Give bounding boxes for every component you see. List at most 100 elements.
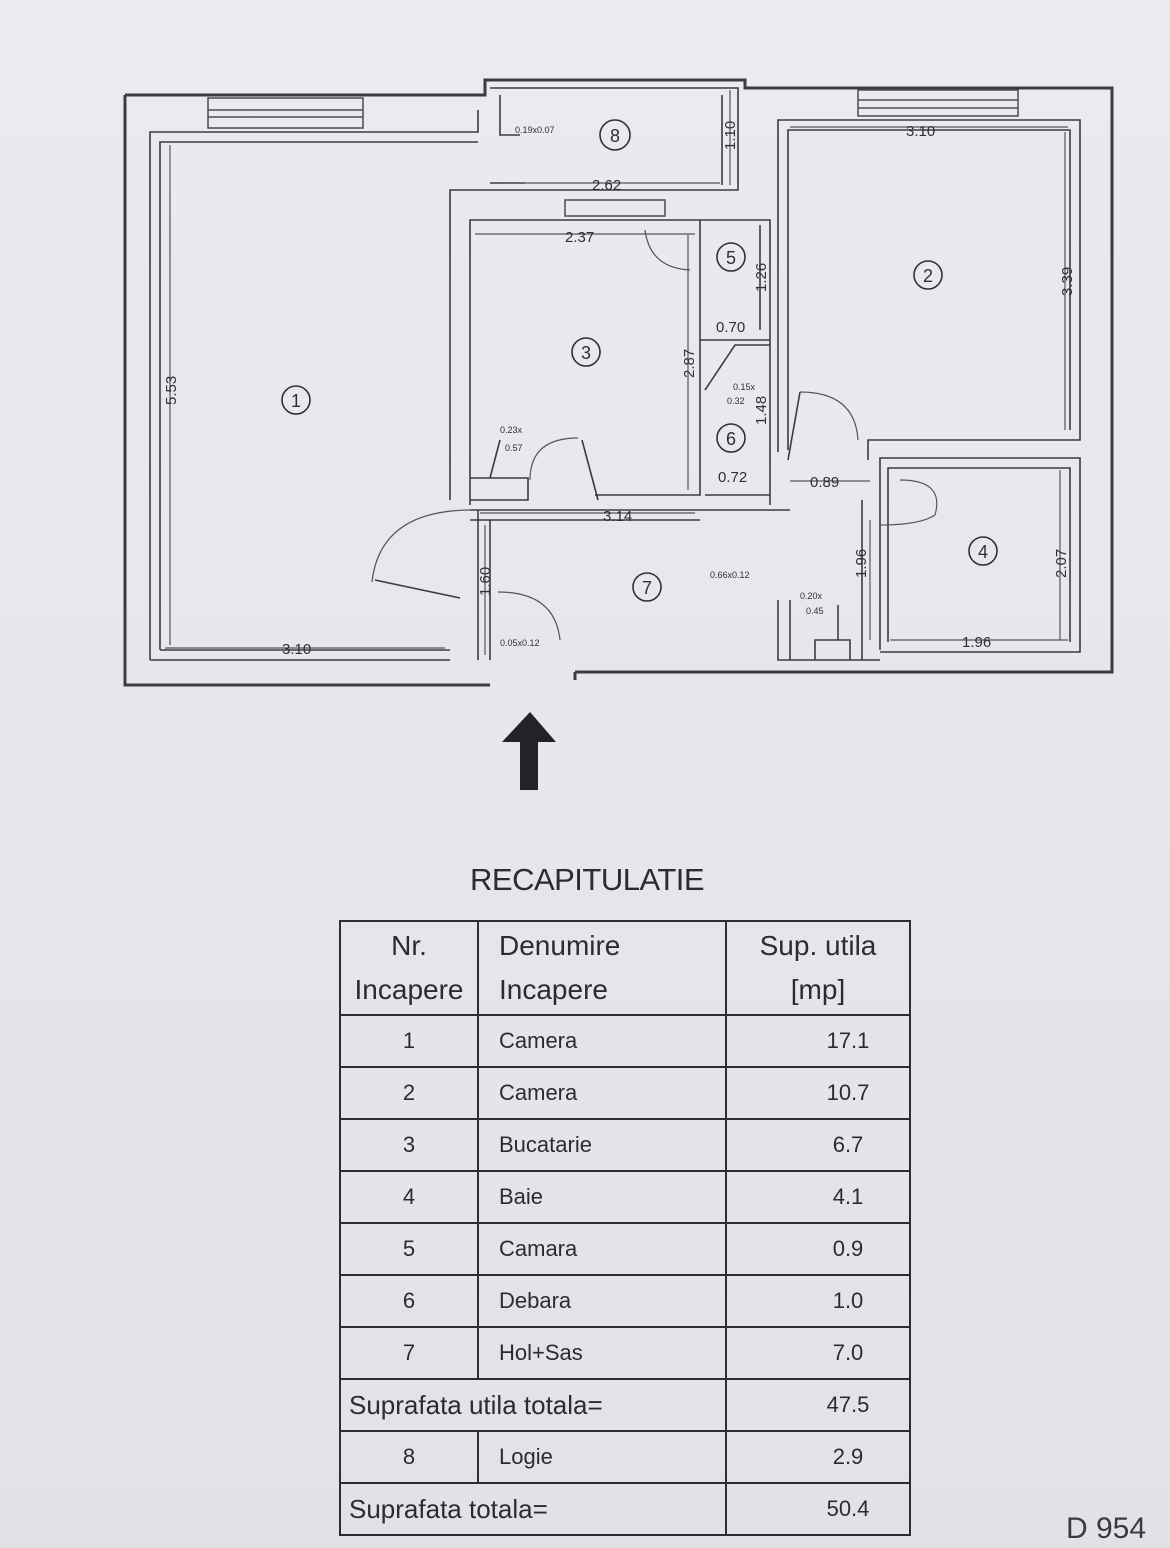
header-nr-line2: Incapere: [354, 974, 464, 1005]
table-row: 3 Bucatarie 6.7: [339, 1118, 911, 1172]
total-value: 50.4: [725, 1482, 911, 1536]
header-name-line1: Denumire: [499, 930, 621, 961]
row-name: Debara: [477, 1274, 727, 1328]
dim-r3-note-b: 0.57: [505, 443, 523, 453]
row-name: Baie: [477, 1170, 727, 1224]
row-area: 17.1: [725, 1014, 911, 1068]
header-nr-line1: Nr.: [391, 930, 427, 961]
svg-text:2: 2: [923, 266, 933, 286]
table-row: 5 Camara 0.9: [339, 1222, 911, 1276]
dim-r8-height: 1.10: [722, 121, 739, 150]
svg-text:7: 7: [642, 578, 652, 598]
dim-r4-height: 2.07: [1053, 549, 1070, 578]
dim-r2-width: 3.10: [906, 123, 935, 140]
row-area: 0.9: [725, 1222, 911, 1276]
dim-hall-note-c: 0.20x: [800, 591, 823, 601]
dim-r6-height: 1.48: [753, 396, 770, 425]
dim-hall-height: 1.60: [477, 567, 494, 596]
dim-r8-note: 0.19x0.07: [515, 125, 555, 135]
row-nr: 2: [339, 1066, 479, 1120]
dim-hall-width: 3.14: [603, 508, 632, 525]
svg-text:8: 8: [610, 126, 620, 146]
useful-total-value: 47.5: [725, 1378, 911, 1432]
outer-walls: [123, 78, 1114, 687]
dim-r6-note-b: 0.32: [727, 396, 745, 406]
logia-row: 8 Logie 2.9: [339, 1430, 911, 1484]
dim-r3-width: 2.37: [565, 229, 594, 246]
dim-r1-height: 5.53: [163, 376, 180, 405]
row-nr: 1: [339, 1014, 479, 1068]
dim-r6-note-a: 0.15x: [733, 382, 756, 392]
row-area: 1.0: [725, 1274, 911, 1328]
room-number-7: 7: [632, 572, 662, 602]
row-name: Camera: [477, 1066, 727, 1120]
row-area: 6.7: [725, 1118, 911, 1172]
dim-hall-note-a: 0.05x0.12: [500, 638, 540, 648]
svg-text:3: 3: [581, 343, 591, 363]
room-2-walls: [777, 89, 1081, 461]
row-nr: 6: [339, 1274, 479, 1328]
header-name: Denumire Incapere: [477, 920, 727, 1016]
room-8-walls: [449, 87, 739, 500]
logia-nr: 8: [339, 1430, 479, 1484]
logia-name: Logie: [477, 1430, 727, 1484]
dim-r5-height: 1.26: [753, 263, 770, 292]
room-number-1: 1: [281, 385, 311, 415]
table-row: 4 Baie 4.1: [339, 1170, 911, 1224]
row-nr: 3: [339, 1118, 479, 1172]
row-name: Bucatarie: [477, 1118, 727, 1172]
dimension-lines: [165, 90, 1068, 655]
dim-r4-door: 1.96: [853, 549, 870, 578]
useful-total-row: Suprafata utila totala= 47.5: [339, 1378, 911, 1432]
row-nr: 5: [339, 1222, 479, 1276]
dim-r3-note-a: 0.23x: [500, 425, 523, 435]
room-number-8: 8: [599, 119, 631, 151]
document-code: D 954: [1066, 1512, 1147, 1545]
header-area-line1: Sup. utila: [759, 930, 877, 961]
row-name: Camera: [477, 1014, 727, 1068]
header-area-line2: [mp]: [790, 974, 846, 1005]
header-name-line2: Incapere: [499, 974, 608, 1005]
useful-total-label: Suprafata utila totala=: [339, 1378, 727, 1432]
row-area: 4.1: [725, 1170, 911, 1224]
svg-text:6: 6: [726, 429, 736, 449]
dim-r1-width: 3.10: [282, 641, 311, 658]
dim-hall-door: 0.89: [810, 474, 839, 491]
dim-r2-height: 3.39: [1059, 267, 1076, 296]
table-row: 1 Camera 17.1: [339, 1014, 911, 1068]
total-row: Suprafata totala= 50.4: [339, 1482, 911, 1536]
table-row: 2 Camera 10.7: [339, 1066, 911, 1120]
recap-title: RECAPITULATIE: [470, 862, 705, 897]
row-area: 10.7: [725, 1066, 911, 1120]
dim-hall-note-b: 0.66x0.12: [710, 570, 750, 580]
dim-r6-width: 0.72: [718, 469, 747, 486]
room-4-walls: [861, 457, 1081, 660]
room-1-walls: [149, 97, 479, 661]
dim-r8-width: 2.62: [592, 177, 621, 194]
svg-text:5: 5: [726, 248, 736, 268]
logia-area: 2.9: [725, 1430, 911, 1484]
room-number-3: 3: [571, 337, 601, 367]
svg-text:4: 4: [978, 542, 988, 562]
room-number-5: 5: [716, 242, 746, 272]
floor-plan: 5.53 3.10 0.19x0.07 2.62 1.10 3.10 3.39 …: [123, 78, 1114, 790]
recap-table: Nr. Incapere Denumire Incapere Sup. util…: [339, 920, 911, 1536]
room-number-2: 2: [913, 260, 943, 290]
room-number-4: 4: [968, 536, 998, 566]
row-nr: 4: [339, 1170, 479, 1224]
recap-header-row: Nr. Incapere Denumire Incapere Sup. util…: [339, 920, 911, 1016]
table-row: 7 Hol+Sas 7.0: [339, 1326, 911, 1380]
rooms-5-6-walls: [700, 219, 771, 505]
header-area: Sup. utila [mp]: [725, 920, 911, 1016]
dim-r3-height: 2.87: [681, 349, 698, 378]
table-row: 6 Debara 1.0: [339, 1274, 911, 1328]
dim-hall-note-d: 0.45: [806, 606, 824, 616]
room-7-walls: [371, 509, 880, 661]
header-nr: Nr. Incapere: [339, 920, 479, 1016]
room-number-6: 6: [716, 423, 746, 453]
row-area: 7.0: [725, 1326, 911, 1380]
entrance-arrow-icon: [502, 712, 556, 790]
row-name: Hol+Sas: [477, 1326, 727, 1380]
svg-text:1: 1: [291, 391, 301, 411]
dim-r5-width: 0.70: [716, 319, 745, 336]
